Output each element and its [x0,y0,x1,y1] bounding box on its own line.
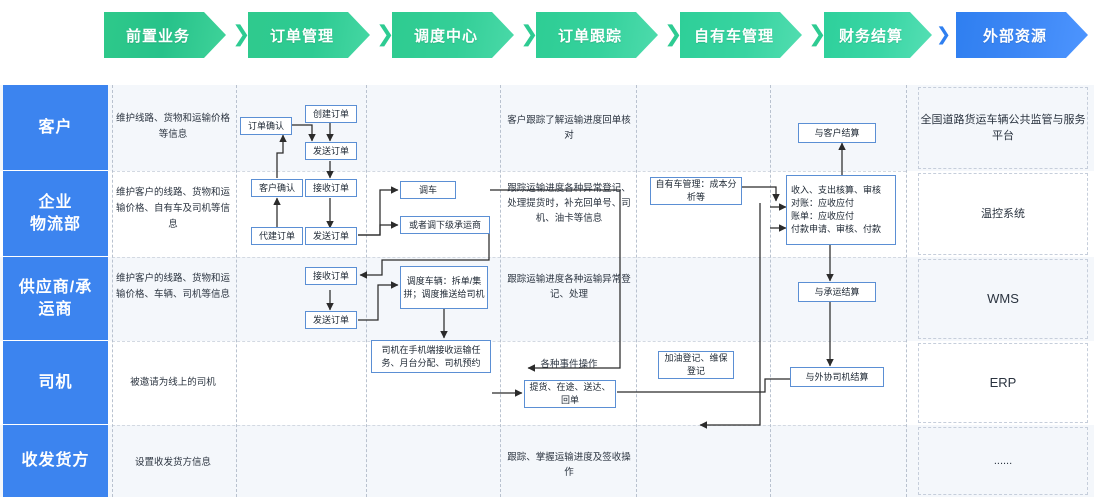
ribbon-step-label: 前置业务 [125,27,190,45]
external-driver-box[interactable]: ERP [918,343,1088,423]
prebusiness-customer-text: 维护线路、货物和运输价格等信息 [115,113,230,140]
prebusiness-enterprise-text: 维护客户的线路、货物和运输价格、自有车及司机等信息 [115,187,230,230]
prebusiness-driver-text: 被邀请为线上的司机 [130,377,216,388]
column-divider [112,85,113,497]
accounting-line: 收入、支出核算、审核 [791,185,882,195]
row-band-customer [0,85,1094,171]
box-own-vehicle-manage[interactable]: 自有车管理：成本分析等 [650,177,742,205]
accounting-line: 账单：应收应付 [791,211,855,221]
ribbon-separator-icon: ❯ [808,21,827,46]
role-label: 司机 [38,373,73,391]
ribbon-step-external[interactable]: 外部资源 [956,12,1088,58]
box-receive-order-1[interactable]: 接收订单 [305,179,357,197]
tracking-customer-text: 客户跟踪了解运输进度回单核对 [507,115,631,141]
process-ribbon: 前置业务 ❯ 订单管理 ❯ 调度中心 ❯ 订单跟踪 ❯ 自有车管理 ❯ 财务结算… [0,0,1094,72]
ribbon-step-label: 订单管理 [269,27,334,45]
box-settle-with-outsourced-driver[interactable]: 与外协司机结算 [790,367,884,387]
tracking-enterprise-text: 跟踪运输进度各种异常登记、处理提货时，补充回单号、司机、油卡等信息 [507,183,631,224]
box-dispatch-detail[interactable]: 调度车辆：拆单/集拼；调度推送给司机 [400,266,488,309]
role-label: 收发货方 [21,452,90,469]
tracking-supplier-text: 跟踪运输进度各种运输异常登记、处理 [507,274,631,300]
row-band-supplier [0,257,1094,341]
role-label-line2: 物流部 [29,215,81,233]
row-divider [112,425,906,426]
ribbon-step-label: 自有车管理 [693,27,774,45]
box-send-order-2[interactable]: 发送订单 [305,227,357,245]
box-send-order-3[interactable]: 发送订单 [305,311,357,329]
column-divider [236,85,237,497]
ribbon-step-label: 调度中心 [413,27,478,45]
ribbon-step-tracking[interactable]: 订单跟踪 [536,12,658,58]
row-band-enterprise [0,171,1094,257]
column-divider [366,85,367,497]
box-driver-milestones[interactable]: 提货、在途、送达、回单 [524,380,616,408]
box-order-confirm[interactable]: 订单确认 [240,117,292,135]
prebusiness-supplier-text: 维护客户的线路、货物和运输价格、车辆、司机等信息 [115,273,230,300]
accounting-line: 对账：应收应付 [791,198,855,208]
box-settle-with-carrier[interactable]: 与承运结算 [798,282,876,302]
ribbon-step-label: 订单跟踪 [557,27,622,45]
ribbon-step-label: 财务结算 [838,27,903,45]
box-dispatch-vehicle[interactable]: 调车 [400,181,456,199]
ribbon-separator-icon: ❯ [232,21,251,46]
row-divider [112,257,906,258]
column-divider [770,85,771,497]
role-cell-driver[interactable]: 司机 [3,341,108,425]
role-label: 客户 [38,118,73,136]
row-band-consignor [0,425,1094,497]
box-proxy-create-order[interactable]: 代建订单 [251,227,303,245]
external-supplier-box[interactable]: WMS [918,259,1088,339]
column-divider [906,85,907,497]
ribbon-step-finance[interactable]: 财务结算 [824,12,932,58]
ribbon-step-dispatch[interactable]: 调度中心 [392,12,514,58]
box-driver-mobile-task[interactable]: 司机在手机端接收运输任务、月台分配、司机预约 [371,340,491,373]
role-label-line1: 企业 [38,193,73,211]
ribbon-separator-icon: ❯ [936,24,952,44]
role-label-line2: 运商 [38,300,73,318]
ribbon-step-label: 外部资源 [982,27,1047,45]
ribbon-separator-icon: ❯ [376,21,395,46]
ribbon-step-ordermgmt[interactable]: 订单管理 [248,12,370,58]
role-cell-consignor[interactable]: 收发货方 [3,425,108,497]
ribbon-separator-icon: ❯ [664,21,683,46]
box-receive-order-2[interactable]: 接收订单 [305,267,357,285]
matrix-grid: 客户 企业 物流部 供应商/承 运商 司机 收发货方 维护线路、货物和运输价格等… [0,85,1094,497]
box-create-order[interactable]: 创建订单 [305,105,357,123]
box-dispatch-sub-carrier[interactable]: 或者调下级承运商 [400,216,490,234]
role-cell-enterprise[interactable]: 企业 物流部 [3,171,108,257]
tracking-consignor-text: 跟踪、掌握运输进度及签收操作 [507,452,631,478]
box-customer-confirm[interactable]: 客户确认 [251,179,303,197]
column-divider [500,85,501,497]
row-divider [112,341,906,342]
external-customer-box[interactable]: 全国道路货运车辆公共监管与服务平台 [918,87,1088,169]
external-consignor-box[interactable]: ...... [918,427,1088,495]
box-fuel-maintenance-log[interactable]: 加油登记、维保登记 [658,351,734,379]
box-accounting-detail[interactable]: 收入、支出核算、审核 对账：应收应付 账单：应收应付 付款申请、审核、付款 [786,175,896,245]
accounting-line: 付款申请、审核、付款 [791,224,882,234]
role-cell-customer[interactable]: 客户 [3,85,108,171]
tracking-driver-events-text: 各种事件操作 [540,359,598,370]
external-enterprise-box[interactable]: 温控系统 [918,173,1088,255]
ribbon-step-ownvehicle[interactable]: 自有车管理 [680,12,802,58]
box-settle-with-customer[interactable]: 与客户结算 [798,123,876,143]
flow-connectors [273,123,846,429]
row-divider [112,171,906,172]
role-label-line1: 供应商/承 [18,278,93,296]
ribbon-separator-icon: ❯ [520,21,539,46]
ribbon-step-prebusiness[interactable]: 前置业务 [104,12,226,58]
prebusiness-consignor-text: 设置收发货方信息 [134,457,211,468]
role-cell-supplier[interactable]: 供应商/承 运商 [3,257,108,341]
box-send-order-1[interactable]: 发送订单 [305,142,357,160]
column-divider [636,85,637,497]
